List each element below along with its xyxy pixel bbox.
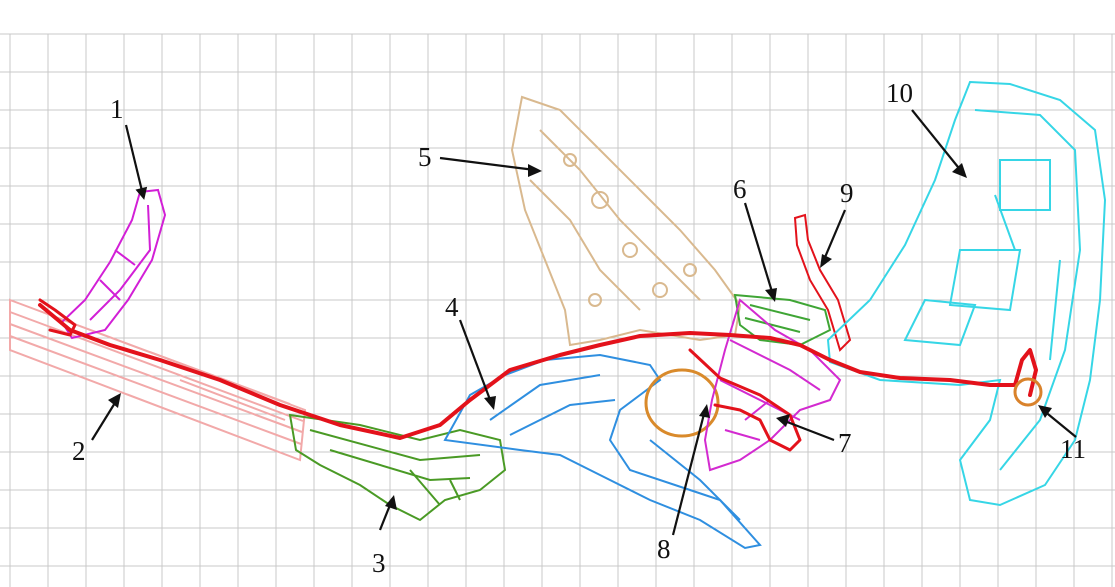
callout-1: 1 (110, 94, 124, 124)
callout-6: 6 (733, 174, 747, 204)
callout-8: 8 (657, 534, 671, 564)
callout-2: 2 (72, 436, 86, 466)
callout-labels: 1 2 3 4 5 6 7 8 9 10 11 (72, 78, 1086, 578)
background-grid (0, 33, 1115, 587)
part-1-pillar (60, 188, 167, 340)
part-4-wheelhouse (443, 353, 762, 550)
callout-leaders (91, 109, 1077, 536)
callout-5: 5 (418, 142, 432, 172)
part-2-rail (9, 298, 307, 462)
callout-11: 11 (1060, 434, 1086, 464)
part-5-panel (510, 95, 742, 347)
part-8-oval (644, 368, 720, 438)
callout-3: 3 (372, 548, 386, 578)
part-10-lid (826, 80, 1107, 507)
callout-9: 9 (840, 178, 854, 208)
callout-7: 7 (838, 428, 852, 458)
callout-4: 4 (445, 292, 459, 322)
callout-10: 10 (886, 78, 913, 108)
wire-harness-route (38, 298, 1038, 452)
part-9-bracket (793, 213, 852, 352)
part-3-bracket (288, 413, 507, 522)
part-11-grommet (1013, 377, 1043, 407)
part-6-bracket (733, 293, 832, 347)
